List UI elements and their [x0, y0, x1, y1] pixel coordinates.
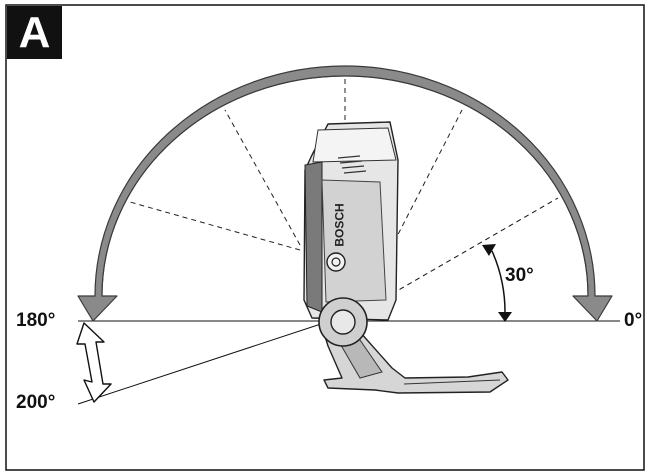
arc-30-arrowhead-bottom — [498, 312, 512, 322]
line-200 — [77, 320, 331, 405]
label-200-degrees: 200° — [16, 392, 56, 413]
bosch-logo-emblem — [326, 252, 346, 272]
arc-30-arrowhead-top — [482, 244, 496, 256]
label-180-degrees: 180° — [16, 310, 56, 331]
arrow-200-double — [76, 322, 112, 403]
brand-bosch-text: BOSCH — [332, 203, 347, 247]
label-0-degrees: 0° — [624, 310, 643, 331]
figure-badge: A — [7, 6, 62, 59]
arc-30-indicator — [491, 250, 506, 315]
radial-dashed-lines — [129, 78, 463, 300]
vent-slots — [337, 155, 367, 174]
arc-inner-edge — [101, 75, 589, 297]
lamp-body — [303, 121, 399, 347]
lamp-foot — [322, 329, 509, 394]
figure-border — [5, 4, 645, 471]
label-30-degrees: 30° — [505, 265, 534, 286]
